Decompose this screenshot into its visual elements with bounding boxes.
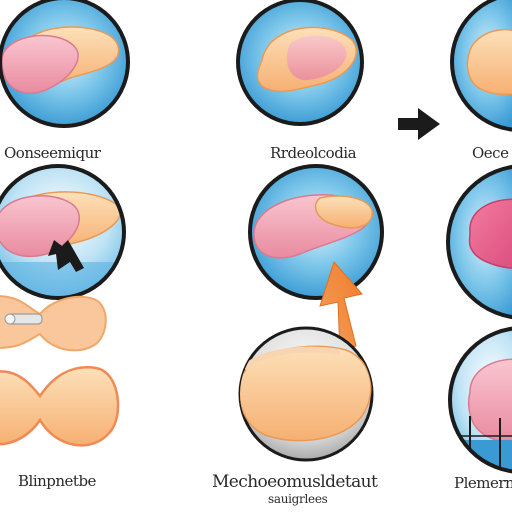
caption-bottom-center-sub: sauigrlees [268, 492, 328, 506]
dumbbell-shape-icon [0, 366, 120, 447]
dumbbell-shape-icon [0, 295, 107, 352]
caption-bottom-right: Plemernt [454, 474, 512, 492]
arrow-up-icon [319, 261, 363, 353]
caption-top-right: Oece [472, 144, 509, 162]
caption-top-center: Rrdeolcodia [270, 144, 357, 162]
caption-top-left: Oonseemiqur [4, 144, 101, 162]
caption-bottom-center: Mechoeomusldetaut [212, 472, 378, 492]
cell-blob-icon [238, 326, 374, 462]
circle-organ-icon [236, 0, 364, 126]
arrow-right-icon [398, 108, 440, 140]
circle-organ-icon [248, 164, 384, 300]
circle-organ-icon [446, 164, 512, 320]
circle-organ-icon [448, 326, 512, 474]
circle-organ-icon [0, 0, 130, 128]
circle-organ-icon [450, 0, 512, 132]
circle-organ-icon [0, 164, 126, 300]
caption-bottom-left: Blinpnetbe [18, 472, 96, 490]
